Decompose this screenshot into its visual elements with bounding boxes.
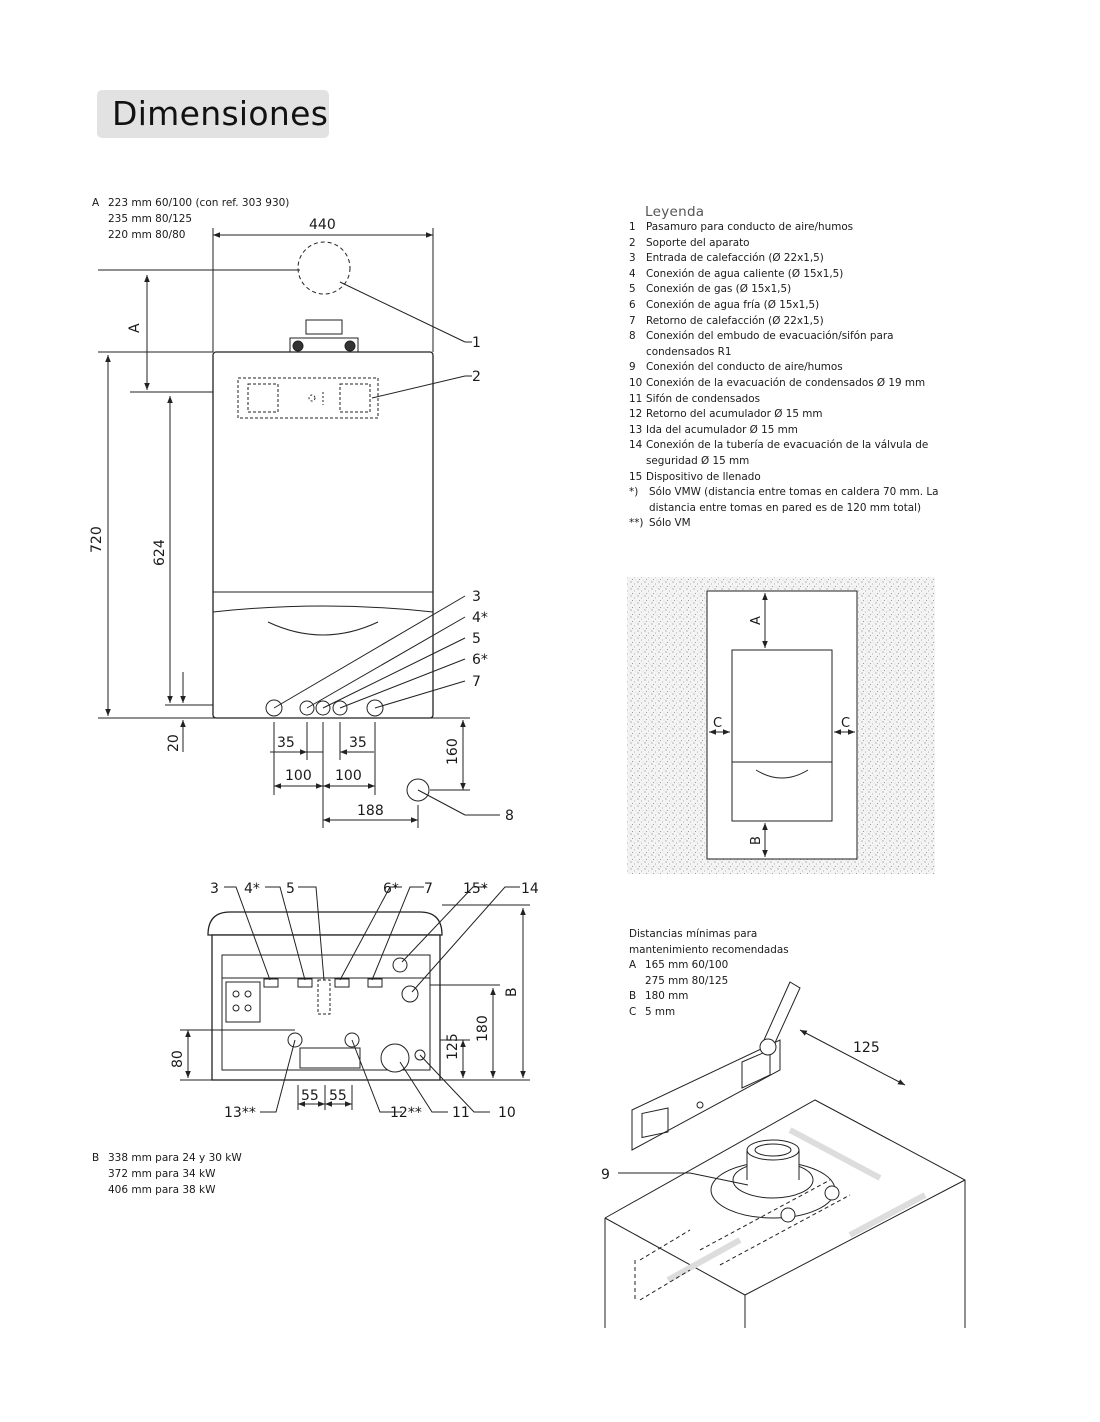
flue-perspective-view <box>604 981 966 1328</box>
page-title: Dimensiones <box>112 94 329 133</box>
dim-125: 125 <box>445 1033 461 1060</box>
callout-b14: 14 <box>521 881 539 897</box>
dim-180: 180 <box>475 1015 491 1042</box>
bottom-view-labels: 3 4* 5 6* 7 15* 14 13** 12** 11 10 B 180… <box>170 881 539 1121</box>
maintenance-title: Distancias mínimas para mantenimiento re… <box>629 928 789 956</box>
dim-a: A <box>127 323 143 333</box>
note-row: 372 mm para 34 kW <box>108 1168 216 1180</box>
dim-160: 160 <box>445 738 461 765</box>
dim-55-left: 55 <box>301 1088 319 1104</box>
front-view <box>98 228 500 828</box>
callout-9: 9 <box>601 1167 610 1183</box>
dim-100-left: 100 <box>285 768 312 784</box>
callout-3: 3 <box>472 589 481 605</box>
clearance-view <box>627 577 935 874</box>
note-row: 220 mm 80/80 <box>108 229 186 241</box>
dim-55-right: 55 <box>329 1088 347 1104</box>
callout-5: 5 <box>472 631 481 647</box>
dim-100-right: 100 <box>335 768 362 784</box>
clearance-a: A <box>749 616 764 625</box>
boiler-body <box>212 351 434 719</box>
dim-height: 720 <box>89 526 105 553</box>
dim-width: 440 <box>309 217 336 233</box>
callout-b12: 12** <box>390 1105 422 1121</box>
legend-item: **)Sólo VM <box>629 517 691 530</box>
legend-item: *)Sólo VMW (distancia entre tomas en cal… <box>629 486 939 514</box>
callout-b7: 7 <box>424 881 433 897</box>
mounting-bracket <box>237 377 379 419</box>
clearance-c-right: C <box>841 716 850 731</box>
callout-1: 1 <box>472 335 481 351</box>
front-view-labels: 440 A 720 624 20 35 35 100 100 188 160 1… <box>89 217 514 824</box>
clearance-c-left: C <box>713 716 722 731</box>
callout-b5: 5 <box>286 881 295 897</box>
note-row: 406 mm para 38 kW <box>108 1184 216 1196</box>
dim-mount: 624 <box>152 539 168 566</box>
dim-b: B <box>504 987 520 997</box>
clearance-b: B <box>749 836 764 845</box>
callout-b11: 11 <box>452 1105 470 1121</box>
dim-bottom: 20 <box>166 734 182 752</box>
legend-title: Leyenda <box>645 204 705 220</box>
callout-8: 8 <box>505 808 514 824</box>
dim-80: 80 <box>170 1050 186 1068</box>
callout-7: 7 <box>472 674 481 690</box>
page-title-box: Dimensiones <box>97 90 329 138</box>
dim-188: 188 <box>357 803 384 819</box>
callout-b10: 10 <box>498 1105 516 1121</box>
note-row: 235 mm 80/125 <box>108 213 193 225</box>
bottom-view <box>180 886 530 1113</box>
maintenance-note: Distancias mínimas para mantenimiento re… <box>629 927 789 1021</box>
callout-b3: 3 <box>210 881 219 897</box>
callout-6: 6* <box>472 652 488 668</box>
dim-125-flue: 125 <box>853 1040 880 1056</box>
dim-35-right: 35 <box>349 735 367 751</box>
clearance-labels: A B C C <box>713 616 850 845</box>
callout-4: 4* <box>472 610 488 626</box>
flue-outline <box>297 241 351 295</box>
maintenance-row: 275 mm 80/125 <box>645 974 729 987</box>
flue-labels: 125 9 <box>601 1040 880 1183</box>
callout-b6: 6* <box>383 881 399 897</box>
callout-b15: 15* <box>463 881 488 897</box>
dim-35-left: 35 <box>277 735 295 751</box>
callout-2: 2 <box>472 369 481 385</box>
callout-b13: 13** <box>224 1105 256 1121</box>
callout-b4: 4* <box>244 881 260 897</box>
